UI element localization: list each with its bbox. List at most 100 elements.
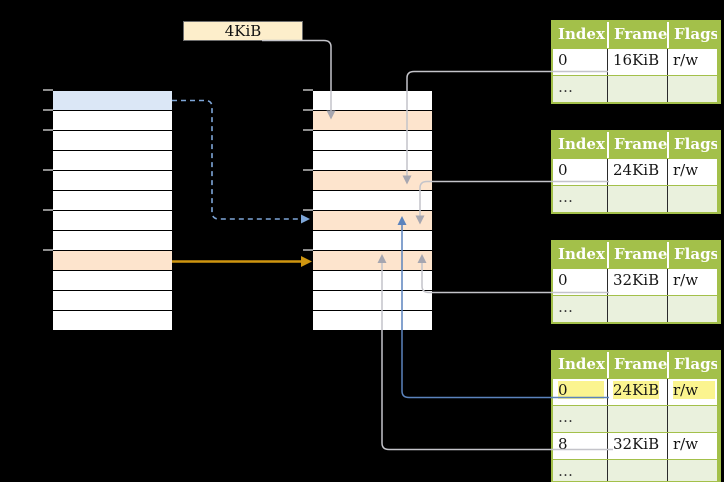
table-cell — [667, 406, 717, 432]
physical-cell-cell-1-orange — [313, 111, 432, 131]
virtual-cell-cell-10 — [53, 291, 172, 311]
column-header-flags: Flags — [667, 242, 717, 268]
column-header-frame: Frame — [607, 242, 667, 268]
table-cell — [607, 186, 667, 212]
page-table-16kib-row-1: … — [553, 75, 719, 102]
table-cell: 32KiB — [607, 269, 667, 295]
page-table-active-row-3: … — [553, 459, 719, 481]
virtual-cell-cell-0-blue — [53, 91, 172, 111]
table-cell: 16KiB — [607, 49, 667, 75]
table-cell: 8 — [553, 433, 607, 459]
virtual-cell-cell-3 — [53, 151, 172, 171]
page-table-active-row-1: … — [553, 405, 719, 432]
physical-cell-cell-2 — [313, 131, 432, 151]
middle-column-tick — [303, 249, 313, 251]
table-cell: … — [553, 296, 607, 322]
column-header-frame: Frame — [607, 22, 667, 48]
table-cell: 24KiB — [607, 379, 667, 405]
physical-cell-cell-0 — [313, 91, 432, 111]
column-header-index: Index — [553, 22, 607, 48]
middle-column-tick — [303, 129, 313, 131]
highlighted-value: r/w — [673, 381, 715, 399]
column-header-index: Index — [553, 242, 607, 268]
physical-cell-cell-5 — [313, 191, 432, 211]
virtual-cell-cell-9 — [53, 271, 172, 291]
page-size-label: 4KiB — [183, 21, 303, 41]
table-cell: r/w — [667, 433, 717, 459]
virtual-cell-cell-5 — [53, 191, 172, 211]
arrowhead-bluecell-to-mid-r6 — [301, 214, 310, 224]
physical-cell-cell-10 — [313, 291, 432, 311]
table-cell: r/w — [667, 49, 717, 75]
table-cell — [667, 76, 717, 102]
left-column-tick — [43, 169, 53, 171]
table-cell — [607, 460, 667, 481]
virtual-cell-cell-4 — [53, 171, 172, 191]
left-column-tick — [43, 129, 53, 131]
page-table-32kib-row-1: … — [553, 295, 719, 322]
physical-cell-cell-7 — [313, 231, 432, 251]
table-cell: … — [553, 406, 607, 432]
physical-cell-cell-4-orange — [313, 171, 432, 191]
table-cell: 32KiB — [607, 433, 667, 459]
physical-memory-column — [313, 90, 432, 331]
arrow-bluecell-to-mid-r6 — [172, 99, 300, 220]
table-cell — [667, 296, 717, 322]
column-header-frame: Frame — [607, 352, 667, 378]
column-header-index: Index — [553, 132, 607, 158]
middle-column-tick — [303, 89, 313, 91]
column-header-flags: Flags — [667, 132, 717, 158]
physical-cell-cell-11 — [313, 311, 432, 331]
column-header-index: Index — [553, 352, 607, 378]
table-cell: 0 — [553, 269, 607, 295]
table-cell: … — [553, 76, 607, 102]
virtual-memory-column — [53, 90, 172, 331]
left-column-tick — [43, 249, 53, 251]
table-cell — [667, 460, 717, 481]
table-cell: 0 — [553, 159, 607, 185]
table-cell — [607, 76, 667, 102]
middle-column-tick — [303, 109, 313, 111]
page-table-24kib-row-1: … — [553, 185, 719, 212]
table-cell: … — [553, 186, 607, 212]
table-cell: r/w — [667, 269, 717, 295]
virtual-cell-cell-11 — [53, 311, 172, 331]
table-cell: r/w — [667, 379, 717, 405]
highlighted-value: 0 — [558, 381, 604, 399]
column-header-flags: Flags — [667, 22, 717, 48]
virtual-cell-cell-6 — [53, 211, 172, 231]
table-cell — [607, 406, 667, 432]
page-size-label-text: 4KiB — [224, 22, 262, 40]
left-column-tick — [43, 209, 53, 211]
virtual-cell-cell-7 — [53, 231, 172, 251]
column-header-frame: Frame — [607, 132, 667, 158]
table-cell — [607, 296, 667, 322]
middle-column-tick — [303, 169, 313, 171]
virtual-cell-cell-2 — [53, 131, 172, 151]
physical-cell-cell-8-orange — [313, 251, 432, 271]
column-header-flags: Flags — [667, 352, 717, 378]
table-cell: 0 — [553, 49, 607, 75]
table-cell — [667, 186, 717, 212]
table-cell: … — [553, 460, 607, 481]
table-cell: 0 — [553, 379, 607, 405]
physical-cell-cell-6-orange — [313, 211, 432, 231]
physical-cell-cell-9 — [313, 271, 432, 291]
table-cell: r/w — [667, 159, 717, 185]
arrowhead-orangecell-to-mid-r8 — [301, 256, 312, 267]
table-cell: 24KiB — [607, 159, 667, 185]
left-column-tick — [43, 109, 53, 111]
middle-column-tick — [303, 209, 313, 211]
left-column-tick — [43, 89, 53, 91]
